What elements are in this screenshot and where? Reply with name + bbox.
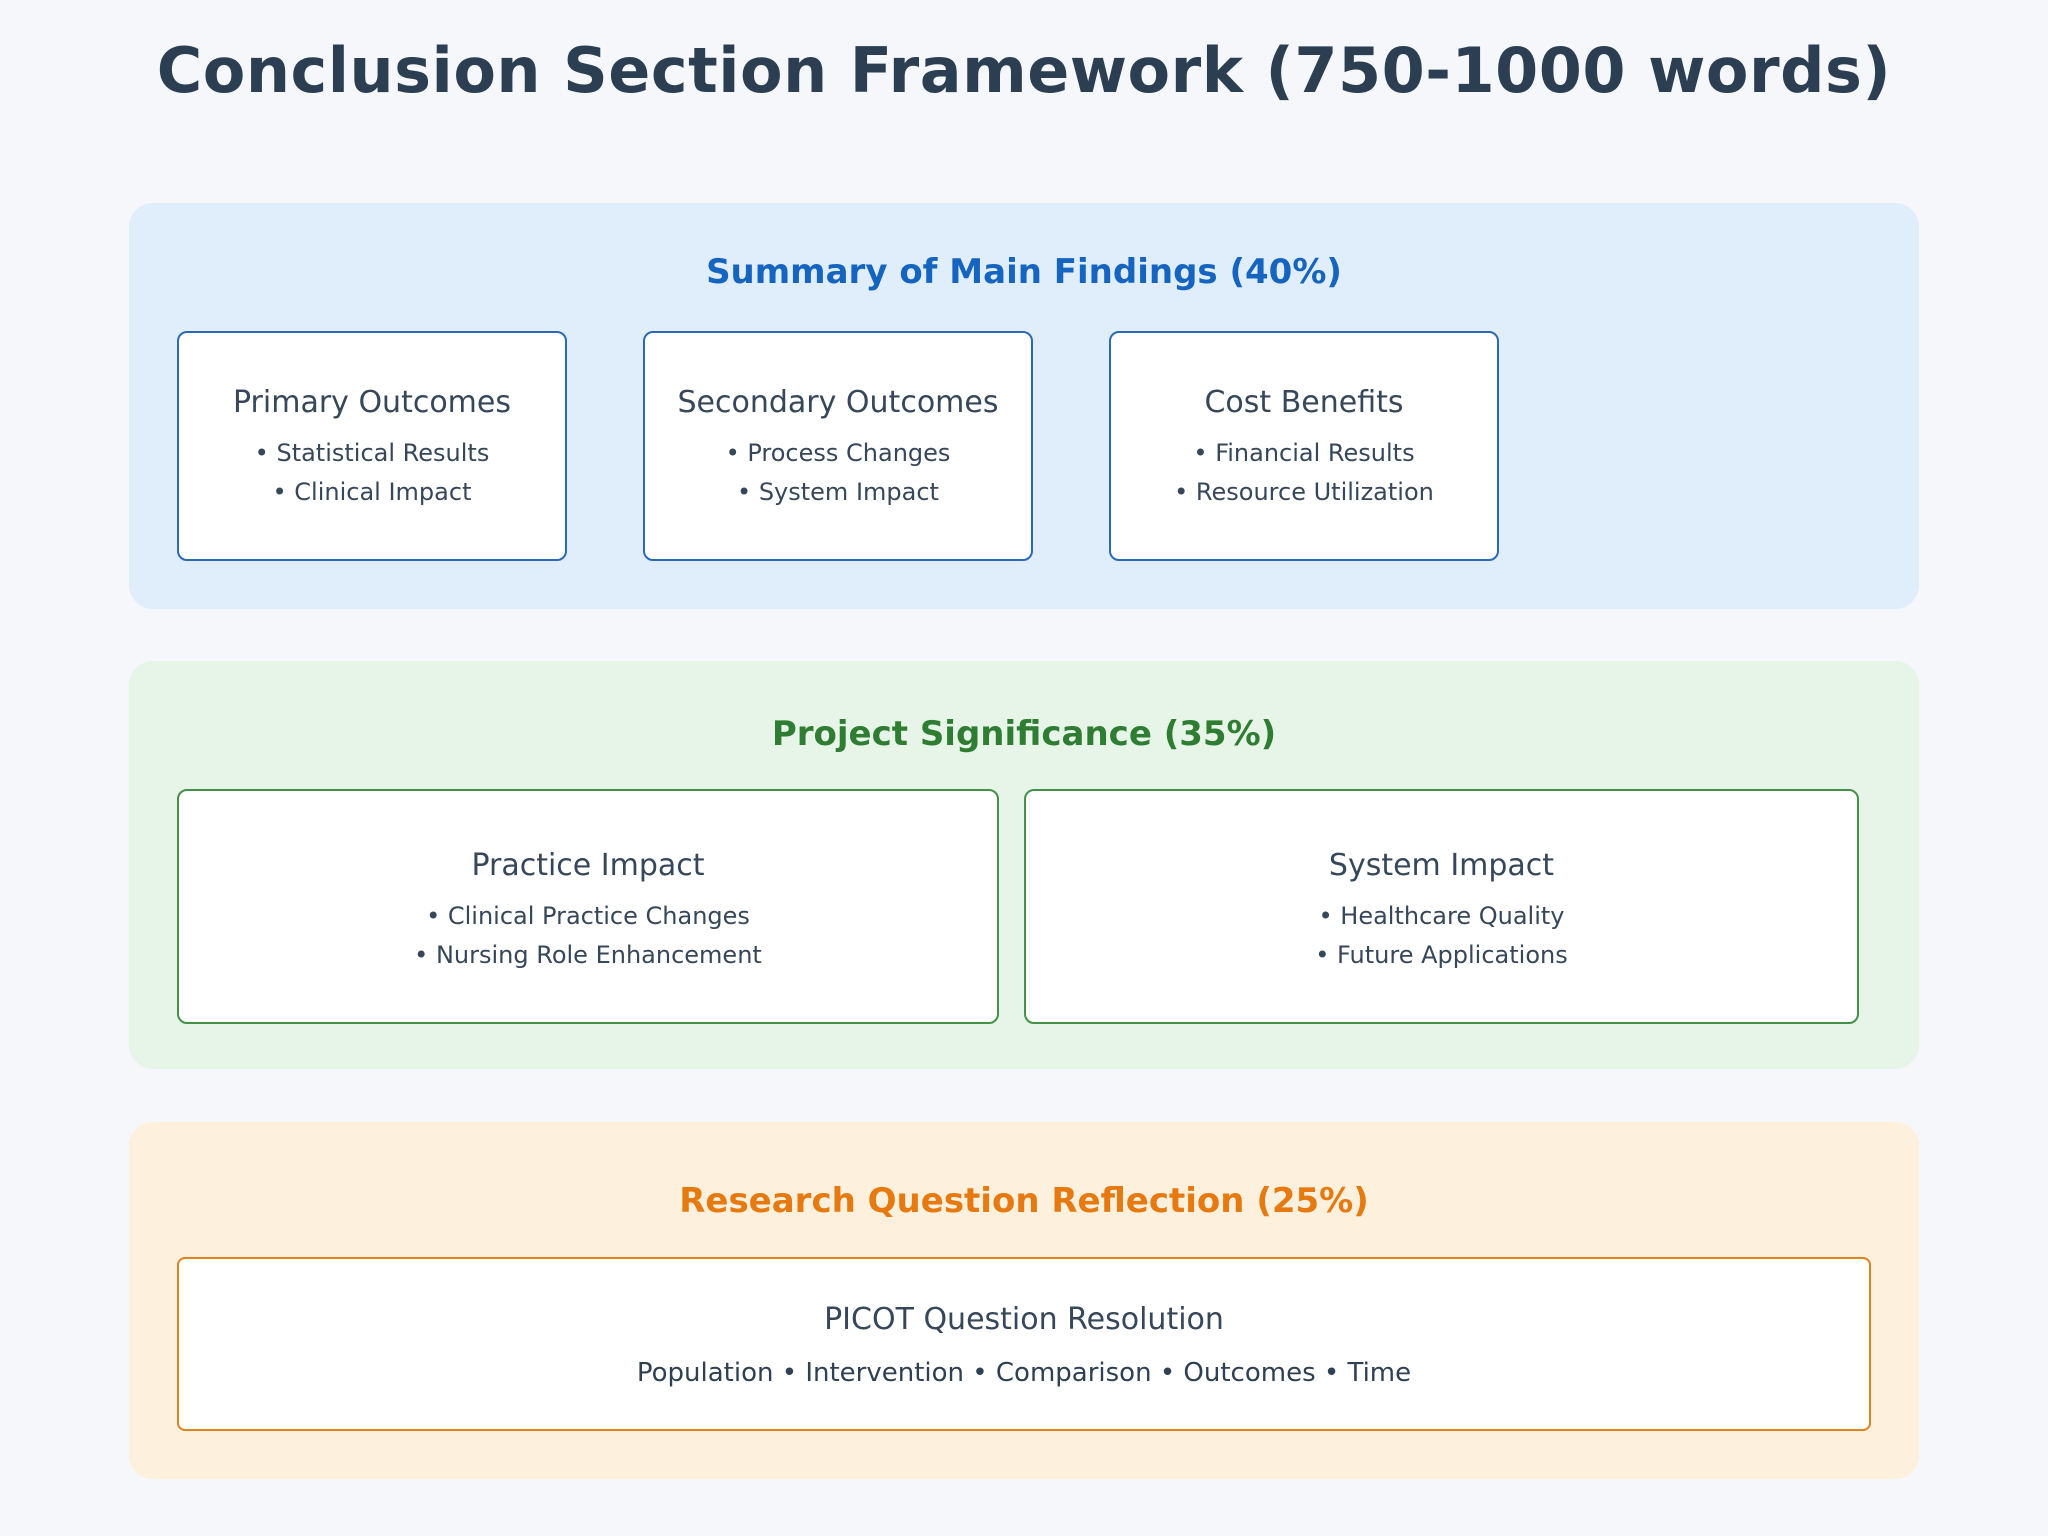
bullet-item: • System Impact: [737, 478, 939, 506]
card-primary-outcomes: Primary Outcomes • Statistical Results •…: [177, 331, 567, 561]
bullet-item: • Future Applications: [1315, 941, 1568, 969]
section-research-question-reflection: Research Question Reflection (25%) PICOT…: [129, 1122, 1919, 1479]
card-title: PICOT Question Resolution: [824, 1302, 1224, 1337]
card-picot-question-resolution: PICOT Question Resolution Population • I…: [177, 1257, 1871, 1431]
card-bullets: • Healthcare Quality • Future Applicatio…: [1026, 897, 1857, 975]
section-summary-of-main-findings: Summary of Main Findings (40%) Primary O…: [129, 203, 1919, 609]
section-project-significance: Project Significance (35%) Practice Impa…: [129, 661, 1919, 1069]
bullet-item: • Healthcare Quality: [1318, 902, 1565, 930]
significance-cards-row: Practice Impact • Clinical Practice Chan…: [177, 789, 1871, 1024]
section-reflection-header: Research Question Reflection (25%): [679, 1181, 1369, 1221]
card-title: Cost Benefits: [1204, 385, 1404, 420]
bullet-item: • Resource Utilization: [1174, 478, 1434, 506]
summary-cards-row: Primary Outcomes • Statistical Results •…: [177, 331, 1871, 561]
card-system-impact: System Impact • Healthcare Quality • Fut…: [1024, 789, 1859, 1024]
card-secondary-outcomes: Secondary Outcomes • Process Changes • S…: [643, 331, 1033, 561]
bullet-item: • Clinical Practice Changes: [426, 902, 750, 930]
card-bullets: • Process Changes • System Impact: [645, 434, 1031, 512]
card-practice-impact: Practice Impact • Clinical Practice Chan…: [177, 789, 999, 1024]
bullet-item: • Nursing Role Enhancement: [414, 941, 762, 969]
page-title: Conclusion Section Framework (750-1000 w…: [156, 34, 1892, 107]
card-title: System Impact: [1328, 848, 1555, 883]
card-cost-benefits: Cost Benefits • Financial Results • Reso…: [1109, 331, 1499, 561]
section-significance-header: Project Significance (35%): [771, 714, 1277, 754]
picot-elements-line: Population • Intervention • Comparison •…: [636, 1358, 1412, 1388]
card-bullets: • Financial Results • Resource Utilizati…: [1111, 434, 1497, 512]
bullet-item: • Financial Results: [1193, 439, 1415, 467]
card-bullets: • Clinical Practice Changes • Nursing Ro…: [179, 897, 997, 975]
card-title: Primary Outcomes: [232, 385, 511, 420]
card-title: Practice Impact: [471, 848, 705, 883]
section-summary-header: Summary of Main Findings (40%): [706, 252, 1342, 292]
bullet-item: • Statistical Results: [254, 439, 490, 467]
bullet-item: • Clinical Impact: [272, 478, 472, 506]
card-title: Secondary Outcomes: [677, 385, 999, 420]
bullet-item: • Process Changes: [725, 439, 951, 467]
card-bullets: • Statistical Results • Clinical Impact: [179, 434, 565, 512]
